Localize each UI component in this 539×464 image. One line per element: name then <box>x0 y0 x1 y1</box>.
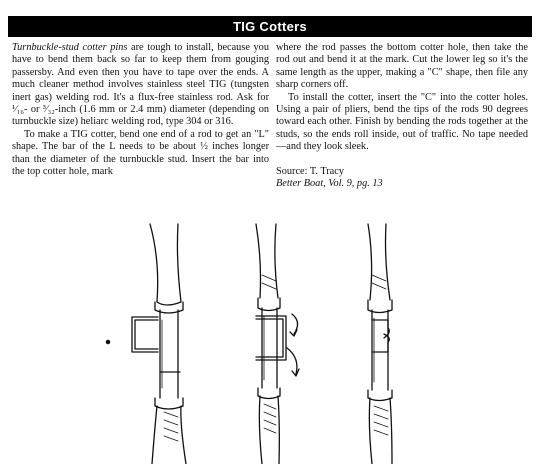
paragraph-intro: Turnbuckle-stud cotter pins are tough to… <box>12 42 269 129</box>
source-credit: Source: T. Tracy <box>276 165 344 177</box>
cotter-illustration <box>0 220 539 464</box>
paragraph-continue: where the rod passes the bottom cotter h… <box>276 42 528 91</box>
turnbuckle-step-3 <box>367 223 393 464</box>
right-column: where the rod passes the bottom cotter h… <box>276 42 528 190</box>
article-title-bar: TIG Cotters <box>8 16 532 37</box>
turnbuckle-step-1 <box>105 223 187 464</box>
source-publication: Better Boat, Vol. 9, pg. 13 <box>276 178 383 190</box>
turnbuckle-drawing <box>105 223 393 464</box>
left-column: Turnbuckle-stud cotter pins are tough to… <box>12 42 269 178</box>
paragraph-install: To install the cotter, insert the "C" in… <box>276 91 528 153</box>
intro-body: are tough to install, because you have t… <box>12 42 269 128</box>
intro-lead-phrase: Turnbuckle-stud cotter pins <box>12 42 128 53</box>
paragraph-make-cotter: To make a TIG cotter, bend one end of a … <box>12 128 269 178</box>
article-title: TIG Cotters <box>232 19 308 34</box>
turnbuckle-step-2 <box>255 223 300 464</box>
